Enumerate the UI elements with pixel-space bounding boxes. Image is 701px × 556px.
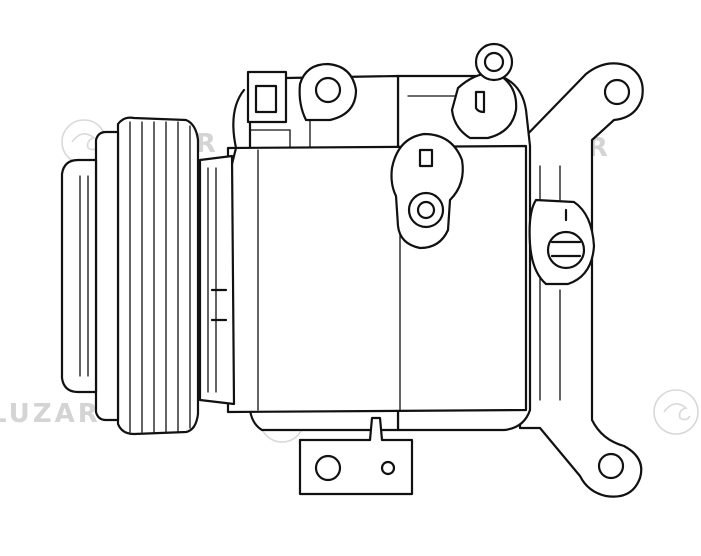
watermark-left: LUZAR xyxy=(0,399,101,429)
coil-clips xyxy=(210,288,228,322)
connector-plug xyxy=(254,84,278,114)
side-port-bolt-flats xyxy=(550,240,582,258)
clutch-hub xyxy=(60,158,98,394)
rear-mount-hole-top xyxy=(603,78,631,106)
watermark-brand-left: LUZAR xyxy=(0,399,101,429)
rear-mount-hole-bottom xyxy=(597,452,625,480)
suction-port-stud xyxy=(474,90,486,114)
rear-mounting-bracket xyxy=(518,62,644,498)
bottom-mount-pin xyxy=(380,460,396,476)
pulley-grooves xyxy=(129,121,191,433)
side-port-bolt xyxy=(546,230,586,270)
watermark-right xyxy=(653,389,699,435)
main-body xyxy=(226,144,528,414)
clutch-plate xyxy=(94,130,120,422)
discharge-port-fitting xyxy=(390,132,464,250)
connector-bracket xyxy=(249,129,291,149)
wire-harness xyxy=(210,88,246,180)
clutch-coil-housing xyxy=(198,154,236,406)
discharge-port-nut-center xyxy=(416,200,436,220)
coil-housing-ribs xyxy=(207,167,217,393)
suction-port-bolt xyxy=(483,51,505,73)
clutch-hub-rings xyxy=(79,175,89,377)
bottom-mount-hole xyxy=(314,454,342,482)
top-mount-hole xyxy=(314,76,342,104)
discharge-port-stud xyxy=(418,148,434,168)
